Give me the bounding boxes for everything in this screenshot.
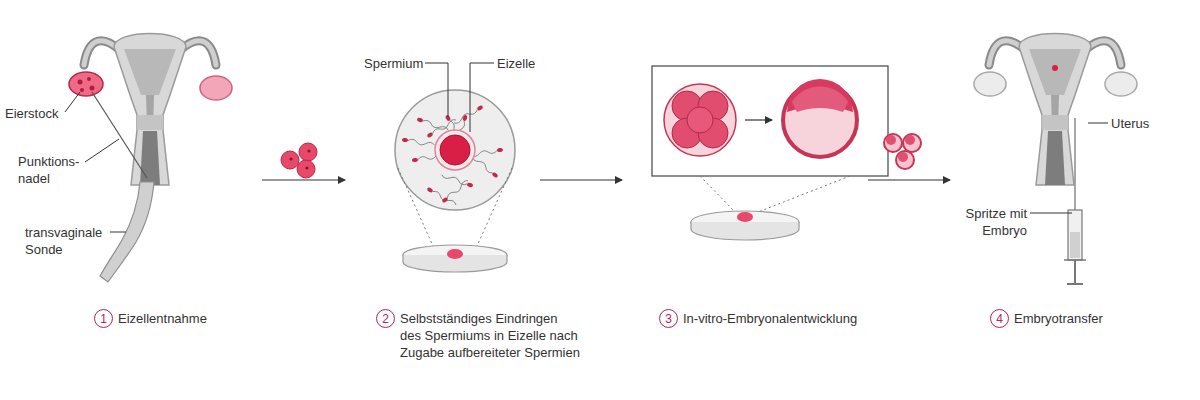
sperm-cell <box>453 105 484 125</box>
step-caption: Embryotransfer <box>1014 310 1103 327</box>
callout-number-text: 2 <box>382 313 389 325</box>
callout-number: 3 <box>659 309 678 328</box>
uterus-drawing <box>84 34 216 186</box>
uterus-drawing <box>989 34 1121 186</box>
ovary <box>200 76 232 100</box>
step-caption: Selbstständiges Eindringen des Spermiums… <box>400 310 582 361</box>
probe <box>100 182 154 282</box>
part-label: Eierstock <box>5 105 58 122</box>
part-label: Uterus <box>1111 115 1149 132</box>
part-label: Punktions- nadel <box>18 153 88 187</box>
ovary <box>69 72 103 96</box>
sperm-cell <box>402 138 435 148</box>
part-label: Eizelle <box>497 55 535 72</box>
sperm-cell <box>441 173 473 188</box>
sperm-cell <box>471 154 499 178</box>
magnified-view <box>395 90 515 210</box>
sperm-cell <box>426 187 457 207</box>
callout-number: 4 <box>990 309 1009 328</box>
callout-number-text: 4 <box>996 313 1003 325</box>
part-label: transvaginale Sonde <box>25 224 125 258</box>
catheter <box>1074 118 1076 210</box>
syringe <box>1068 210 1082 260</box>
part-label: Spermium <box>364 55 423 72</box>
sperm-cell <box>416 117 448 132</box>
callout-number-text: 3 <box>665 313 672 325</box>
inset-box <box>652 66 888 176</box>
needle <box>92 92 147 178</box>
callout-number-text: 1 <box>100 313 107 325</box>
part-label: Spritze mit Embryo <box>952 205 1027 239</box>
callout-number: 2 <box>376 309 395 328</box>
callout-number: 1 <box>94 309 113 328</box>
step-caption: In-vitro-Embryonalentwicklung <box>683 310 857 327</box>
sperm-cell <box>441 179 469 203</box>
step-caption: Eizellentnahme <box>118 310 207 327</box>
